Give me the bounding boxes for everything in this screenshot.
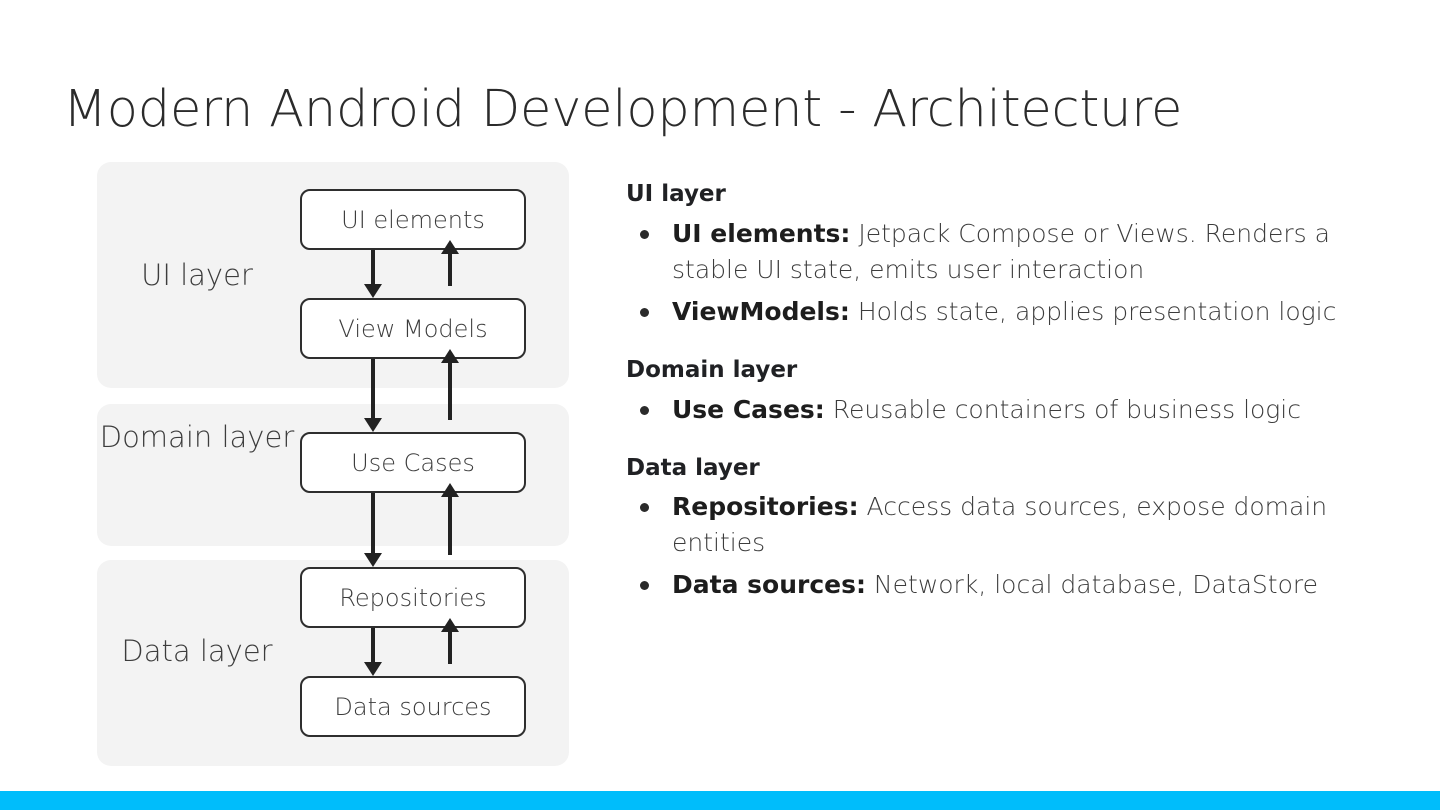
layer-label-data: Data layer: [121, 634, 273, 668]
bullet-term: Data sources:: [672, 570, 866, 600]
diagram-node-view-models: View Models: [300, 298, 526, 359]
bullet-term: Use Cases:: [672, 394, 825, 424]
diagram-node-repositories: Repositories: [300, 567, 526, 628]
bullet-text: Network, local database, DataStore: [865, 570, 1318, 600]
arrow-down-icon-use-cases-to-repositories: [371, 493, 375, 555]
architecture-diagram: UI layer Domain layer Data layer UI elem…: [97, 162, 569, 766]
bullet-term: UI elements:: [672, 218, 851, 248]
arrow-up-icon-repositories-to-use-cases: [448, 495, 452, 555]
section-data-layer: Data layer Repositories: Access data sou…: [626, 454, 1366, 604]
bullet-list: UI elements: Jetpack Compose or Views. R…: [626, 216, 1366, 330]
arrow-up-icon-view-models-to-ui-elements: [448, 252, 452, 286]
section-ui-layer: UI layer UI elements: Jetpack Compose or…: [626, 180, 1366, 330]
content-column: UI layer UI elements: Jetpack Compose or…: [626, 180, 1366, 603]
section-heading: Domain layer: [626, 356, 798, 383]
diagram-node-data-sources: Data sources: [300, 676, 526, 737]
arrow-down-icon-repositories-to-data-sources: [371, 628, 375, 664]
section-heading: Data layer: [626, 454, 760, 481]
bullet-term: Repositories:: [672, 492, 859, 522]
bottom-accent-bar: [0, 791, 1440, 810]
bullet-list: Repositories: Access data sources, expos…: [626, 489, 1366, 603]
section-domain-layer: Domain layer Use Cases: Reusable contain…: [626, 356, 1366, 428]
bullet-text: Access data sources, expose domain entit…: [672, 492, 1328, 558]
list-item: Use Cases: Reusable containers of busine…: [626, 392, 1366, 428]
layer-label-domain: Domain layer: [99, 420, 295, 454]
list-item: UI elements: Jetpack Compose or Views. R…: [626, 216, 1366, 288]
diagram-node-ui-elements: UI elements: [300, 189, 526, 250]
arrow-up-icon-use-cases-to-view-models: [448, 361, 452, 420]
bullet-list: Use Cases: Reusable containers of busine…: [626, 392, 1366, 428]
list-item: ViewModels: Holds state, applies present…: [626, 294, 1366, 330]
bullet-text: Holds state, applies presentation logic: [849, 296, 1337, 326]
section-heading: UI layer: [626, 181, 726, 207]
arrow-down-icon-view-models-to-use-cases: [371, 359, 375, 420]
arrow-down-icon-ui-elements-to-view-models: [371, 250, 375, 286]
page-title: Modern Android Development - Architectur…: [63, 80, 1183, 139]
bullet-term: ViewModels:: [672, 296, 850, 326]
bullet-text: Reusable containers of business logic: [824, 394, 1302, 424]
diagram-node-use-cases: Use Cases: [300, 432, 526, 493]
arrow-up-icon-data-sources-to-repositories: [448, 630, 452, 664]
list-item: Repositories: Access data sources, expos…: [626, 489, 1366, 561]
layer-label-ui: UI layer: [141, 258, 253, 292]
bullet-text: Jetpack Compose or Views. Renders a stab…: [672, 218, 1330, 284]
list-item: Data sources: Network, local database, D…: [626, 567, 1366, 603]
